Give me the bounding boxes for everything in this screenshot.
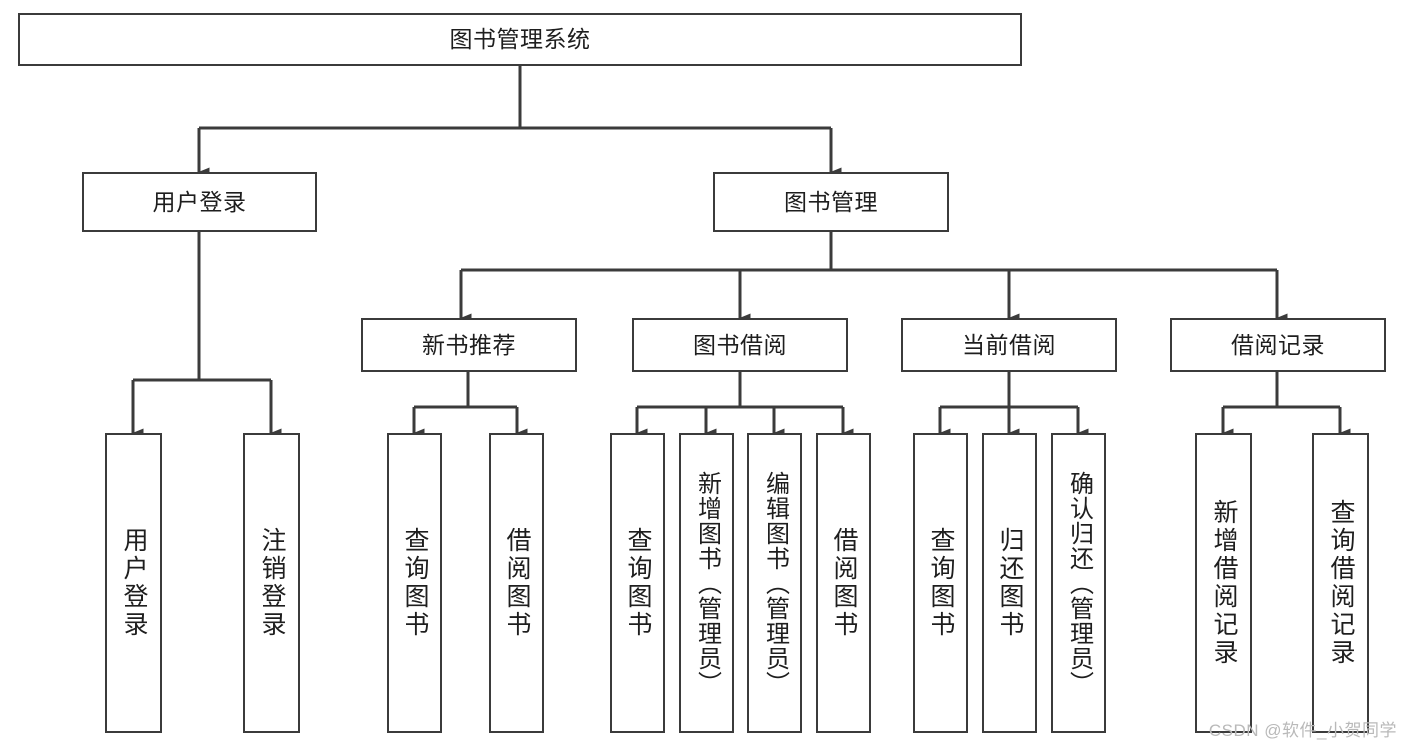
leaf-current-query-book-label: 查询图书: [927, 527, 955, 639]
node-user-login-label: 用户登录: [152, 188, 247, 215]
node-new-book-recommend-label: 新书推荐: [422, 331, 516, 358]
leaf-borrow-add-book-admin-label: 新增图书（管理员）: [693, 470, 721, 696]
node-root-book-management-system[interactable]: 图书管理系统: [18, 13, 1022, 66]
node-borrow-records-label: 借阅记录: [1231, 331, 1325, 358]
leaf-records-add-record[interactable]: 新增借阅记录: [1195, 433, 1252, 733]
node-current-borrow[interactable]: 当前借阅: [901, 318, 1117, 372]
leaf-current-confirm-return-admin[interactable]: 确认归还（管理员）: [1051, 433, 1106, 733]
node-book-borrow[interactable]: 图书借阅: [632, 318, 848, 372]
leaf-user-login-signout-label: 注销登录: [258, 527, 286, 639]
leaf-borrow-borrow-book[interactable]: 借阅图书: [816, 433, 871, 733]
leaf-borrow-borrow-book-label: 借阅图书: [830, 527, 858, 639]
leaf-current-query-book[interactable]: 查询图书: [913, 433, 968, 733]
leaf-user-login-signin-label: 用户登录: [120, 527, 148, 639]
leaf-records-query-record[interactable]: 查询借阅记录: [1312, 433, 1369, 733]
node-root-label: 图书管理系统: [449, 26, 591, 52]
leaf-current-return-book[interactable]: 归还图书: [982, 433, 1037, 733]
leaf-borrow-edit-book-admin-label: 编辑图书（管理员）: [761, 470, 789, 696]
node-book-management[interactable]: 图书管理: [713, 172, 949, 232]
leaf-current-confirm-return-admin-label: 确认归还（管理员）: [1065, 470, 1093, 696]
leaf-borrow-edit-book-admin[interactable]: 编辑图书（管理员）: [747, 433, 802, 733]
node-user-login[interactable]: 用户登录: [82, 172, 317, 232]
leaf-records-query-record-label: 查询借阅记录: [1327, 499, 1355, 667]
watermark-text: CSDN @软件_小贺同学: [1208, 721, 1397, 740]
leaf-borrow-query-book[interactable]: 查询图书: [610, 433, 665, 733]
leaf-borrow-query-book-label: 查询图书: [624, 527, 652, 639]
node-new-book-recommend[interactable]: 新书推荐: [361, 318, 577, 372]
node-book-management-label: 图书管理: [784, 188, 878, 215]
leaf-new-book-borrow-label: 借阅图书: [503, 527, 531, 639]
node-book-borrow-label: 图书借阅: [693, 331, 787, 358]
leaf-borrow-add-book-admin[interactable]: 新增图书（管理员）: [679, 433, 734, 733]
leaf-records-add-record-label: 新增借阅记录: [1210, 499, 1238, 667]
leaf-new-book-borrow[interactable]: 借阅图书: [489, 433, 544, 733]
leaf-user-login-signin[interactable]: 用户登录: [105, 433, 162, 733]
leaf-user-login-signout[interactable]: 注销登录: [243, 433, 300, 733]
node-current-borrow-label: 当前借阅: [962, 331, 1056, 358]
leaf-current-return-book-label: 归还图书: [996, 527, 1024, 639]
leaf-new-book-query-label: 查询图书: [401, 527, 429, 639]
node-borrow-records[interactable]: 借阅记录: [1170, 318, 1386, 372]
leaf-new-book-query[interactable]: 查询图书: [387, 433, 442, 733]
